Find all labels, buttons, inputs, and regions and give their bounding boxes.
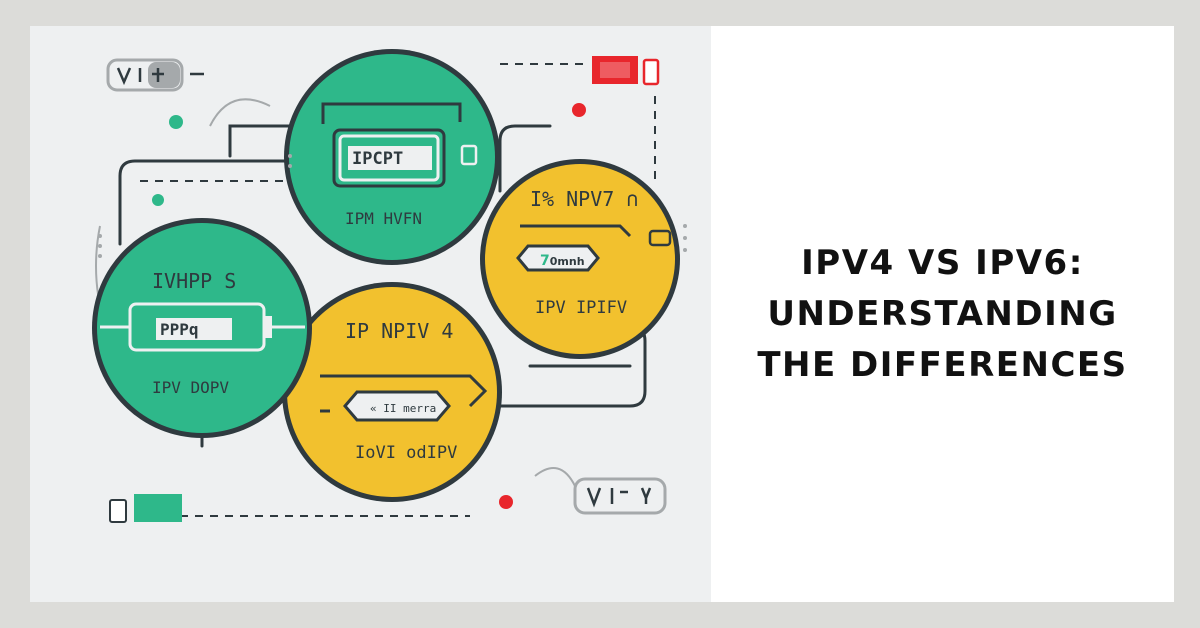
title-line-2: UNDERSTANDING [767, 293, 1118, 334]
status-dot [169, 115, 183, 129]
red-badge [592, 56, 660, 86]
svg-text:IPV DOPV: IPV DOPV [152, 378, 229, 397]
title-line-3: THE DIFFERENCES [757, 344, 1128, 385]
network-illustration: I% NPV7 ∩ 70mnh IPV IPIFV IP NPIV 4 « II… [30, 26, 711, 602]
svg-text:IPM HVFN: IPM HVFN [345, 209, 422, 228]
svg-text:I% NPV7 ∩: I% NPV7 ∩ [530, 187, 638, 211]
svg-text:IPCPT: IPCPT [352, 149, 403, 169]
svg-text:PPPq: PPPq [160, 320, 199, 339]
svg-text:70mnh: 70mnh [540, 253, 585, 269]
green-node-top: IPCPT IPM HVFN [284, 49, 500, 265]
yellow-node-center: IP NPIV 4 « II merra IoVI odIPV [282, 282, 502, 502]
article-title: IPV4 VS IPV6: UNDERSTANDING THE DIFFEREN… [757, 238, 1127, 391]
yellow-node-right: I% NPV7 ∩ 70mnh IPV IPIFV [480, 159, 680, 359]
status-dot [152, 194, 164, 206]
svg-text:IPV IPIFV: IPV IPIFV [535, 298, 627, 318]
thumbnail-card: I% NPV7 ∩ 70mnh IPV IPIFV IP NPIV 4 « II… [30, 26, 1174, 602]
dashed-links [140, 63, 656, 517]
green-badge [109, 494, 182, 523]
svg-text:« II merra: « II merra [370, 402, 436, 415]
tag-icon-bottom-right [573, 477, 667, 515]
svg-text:IoVI odIPV: IoVI odIPV [355, 443, 457, 463]
status-dot [572, 103, 586, 117]
green-node-left: PPPq IVHPP S IPV DOPV [92, 218, 312, 438]
svg-text:IVHPP S: IVHPP S [152, 269, 236, 293]
svg-text:IP NPIV 4: IP NPIV 4 [345, 319, 453, 343]
title-line-1: IPV4 VS IPV6: [801, 242, 1084, 283]
tag-icon-top-left [106, 58, 204, 92]
decor-dots [98, 154, 687, 258]
network-diagram-illustration: I% NPV7 ∩ 70mnh IPV IPIFV IP NPIV 4 « II… [92, 49, 687, 523]
title-panel: IPV4 VS IPV6: UNDERSTANDING THE DIFFEREN… [711, 26, 1174, 602]
status-dot [499, 495, 513, 509]
